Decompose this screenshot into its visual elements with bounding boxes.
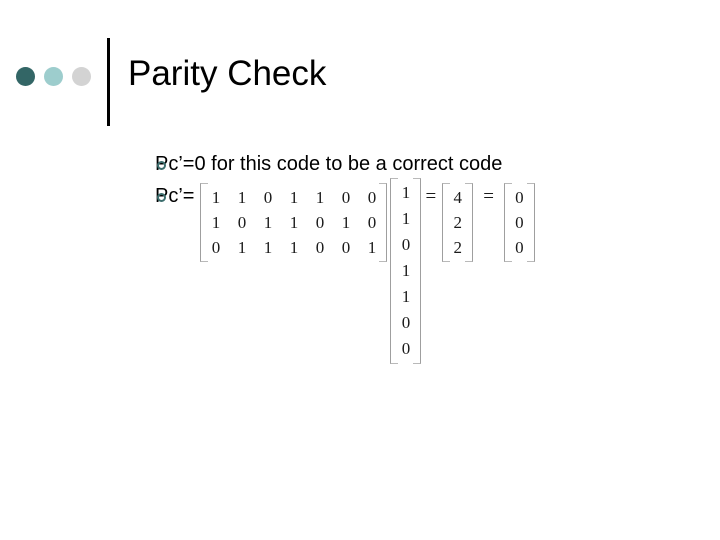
bullet-circle-icon	[157, 161, 166, 170]
matrix-cell: 0	[315, 213, 325, 232]
matrix-cell: 0	[401, 339, 411, 358]
matrix-parity-check: 1 1 0 1 1 0 0 1 0 1 1 0 1 0	[200, 183, 388, 262]
page-title: Parity Check	[128, 54, 327, 93]
slide-body: Pc’=0 for this code to be a correct code…	[0, 150, 720, 364]
matrix-row: 1	[399, 206, 412, 232]
matrix-cell: 2	[453, 213, 462, 232]
matrix-row: 2	[451, 235, 464, 260]
matrix-row: 1 0 1 1 0 1 0	[209, 210, 378, 235]
matrix-row: 0	[399, 310, 412, 336]
slide-header: Parity Check	[0, 0, 720, 135]
matrix-row: 0	[399, 336, 412, 362]
matrix-cell: 1	[401, 261, 411, 280]
vector-codeword: 1 1 0 1 1 0 0	[390, 178, 422, 364]
bullet-item-2-label: Pc’=	[155, 185, 195, 207]
matrix-cell: 1	[401, 183, 411, 202]
matrix-cell: 0	[515, 238, 524, 257]
matrix-cell: 0	[341, 238, 351, 257]
matrix-cell: 1	[211, 213, 221, 232]
matrix-row: 0 1 1 1 0 0 1	[209, 235, 378, 260]
matrix-cell: 1	[289, 213, 299, 232]
matrix-row: 1	[399, 258, 412, 284]
bullet-item-1: Pc’=0 for this code to be a correct code	[0, 150, 720, 180]
matrix-cell: 0	[211, 238, 221, 257]
matrix-cell: 0	[401, 235, 411, 254]
matrix-row: 0	[513, 210, 526, 235]
matrix-cell: 1	[237, 238, 247, 257]
matrix-cell: 0	[367, 188, 377, 207]
matrix-row: 0	[399, 232, 412, 258]
matrix-row: 2	[451, 210, 464, 235]
matrix-cell: 1	[315, 188, 325, 207]
matrix-cell: 0	[315, 238, 325, 257]
decorative-dots	[16, 67, 91, 86]
vector-product: 4 2 2	[442, 183, 474, 262]
bullet-item-2: Pc’= 1 1 0 1 1 0 0 1 0 1 1 0	[0, 178, 720, 364]
matrix-cell: 0	[515, 188, 524, 207]
matrix-row: 0	[513, 185, 526, 210]
matrix-cell: 1	[289, 188, 299, 207]
matrix-cell: 1	[341, 213, 351, 232]
matrix-cell: 1	[263, 238, 273, 257]
vector-zero: 0 0 0	[503, 183, 535, 262]
matrix-cell: 4	[453, 188, 462, 207]
matrix-row: 4	[451, 185, 464, 210]
bullet-circle-icon	[157, 193, 166, 202]
dot-dark-teal-icon	[16, 67, 35, 86]
matrix-row: 1 1 0 1 1 0 0	[209, 185, 378, 210]
matrix-cell: 1	[289, 238, 299, 257]
matrix-row: 0	[513, 235, 526, 260]
matrix-cell: 2	[453, 238, 462, 257]
equals-sign-2: =	[483, 186, 494, 207]
matrix-cell: 0	[367, 213, 377, 232]
equals-sign-1: =	[425, 186, 437, 207]
parity-check-equation: 1 1 0 1 1 0 0 1 0 1 1 0 1 0	[200, 178, 535, 364]
matrix-cell: 0	[401, 313, 411, 332]
matrix-cell: 1	[367, 238, 377, 257]
matrix-cell: 0	[237, 213, 247, 232]
matrix-cell: 1	[211, 188, 221, 207]
matrix-cell: 1	[237, 188, 247, 207]
matrix-cell: 1	[401, 209, 411, 228]
dot-light-gray-icon	[72, 67, 91, 86]
title-divider-rule	[107, 38, 110, 126]
matrix-cell: 1	[401, 287, 411, 306]
matrix-row: 1	[399, 284, 412, 310]
bullet-item-1-label: Pc’=0 for this code to be a correct code	[155, 153, 503, 175]
matrix-cell: 0	[263, 188, 273, 207]
matrix-row: 1	[399, 180, 412, 206]
dot-light-teal-icon	[44, 67, 63, 86]
matrix-cell: 1	[263, 213, 273, 232]
matrix-cell: 0	[341, 188, 351, 207]
matrix-cell: 0	[515, 213, 524, 232]
